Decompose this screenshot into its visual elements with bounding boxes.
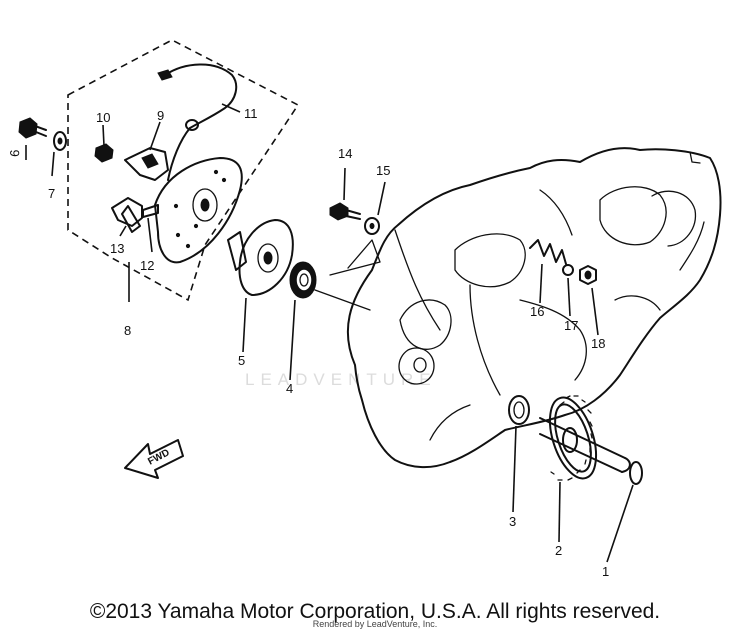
- thrust-washer-part: [508, 395, 530, 425]
- screw-part: [94, 143, 114, 163]
- callout-6: 6: [7, 149, 22, 157]
- rotor-part: [227, 219, 294, 296]
- callout-12: 12: [140, 258, 154, 273]
- assembly-bracket: [67, 39, 300, 302]
- circlip-part: [629, 461, 643, 485]
- callout-15: 15: [376, 163, 390, 178]
- callout-11: 11: [244, 106, 258, 121]
- callout-9: 9: [157, 108, 164, 123]
- alignment-line: [314, 239, 381, 311]
- callout-2: 2: [555, 543, 562, 558]
- leader-lines: [25, 103, 634, 563]
- oil-seal-part: [289, 261, 317, 299]
- callout-7: 7: [48, 186, 55, 201]
- lead-wire-part: [157, 63, 238, 181]
- callout-5: 5: [238, 353, 245, 368]
- watermark-text: LEADVENTURE: [245, 370, 437, 389]
- nut-part: [579, 265, 597, 285]
- fwd-arrow-icon: FWD: [124, 439, 184, 479]
- gear-part: [539, 395, 631, 481]
- copyright-notice: ©2013 Yamaha Motor Corporation, U.S.A. A…: [89, 600, 661, 623]
- callout-17: 17: [564, 318, 578, 333]
- washer-part: [53, 131, 67, 151]
- cam-part: [111, 197, 159, 233]
- contact-point-part: [124, 147, 169, 181]
- callout-13: 13: [110, 241, 124, 256]
- callout-8: 8: [124, 323, 131, 338]
- callout-16: 16: [530, 304, 544, 319]
- callout-18: 18: [591, 336, 605, 351]
- render-credit: Rendered by LeadVenture, Inc.: [312, 619, 438, 629]
- callout-3: 3: [509, 514, 516, 529]
- callout-1: 1: [602, 564, 609, 579]
- callout-14: 14: [338, 146, 352, 161]
- crankcase-cover: [346, 147, 722, 468]
- stator-plate-part: [154, 157, 243, 264]
- washer-part-2: [364, 217, 380, 235]
- ball-part: [562, 264, 574, 276]
- callout-4: 4: [286, 381, 293, 396]
- bolt-part-2: [329, 202, 361, 221]
- spring-part: [529, 239, 567, 265]
- bolt-part: [18, 117, 47, 139]
- callout-10: 10: [96, 110, 110, 125]
- callout-labels: 6 7 10 9 11 13 12 8 5 4 14 15 16 17 18 3…: [7, 106, 609, 579]
